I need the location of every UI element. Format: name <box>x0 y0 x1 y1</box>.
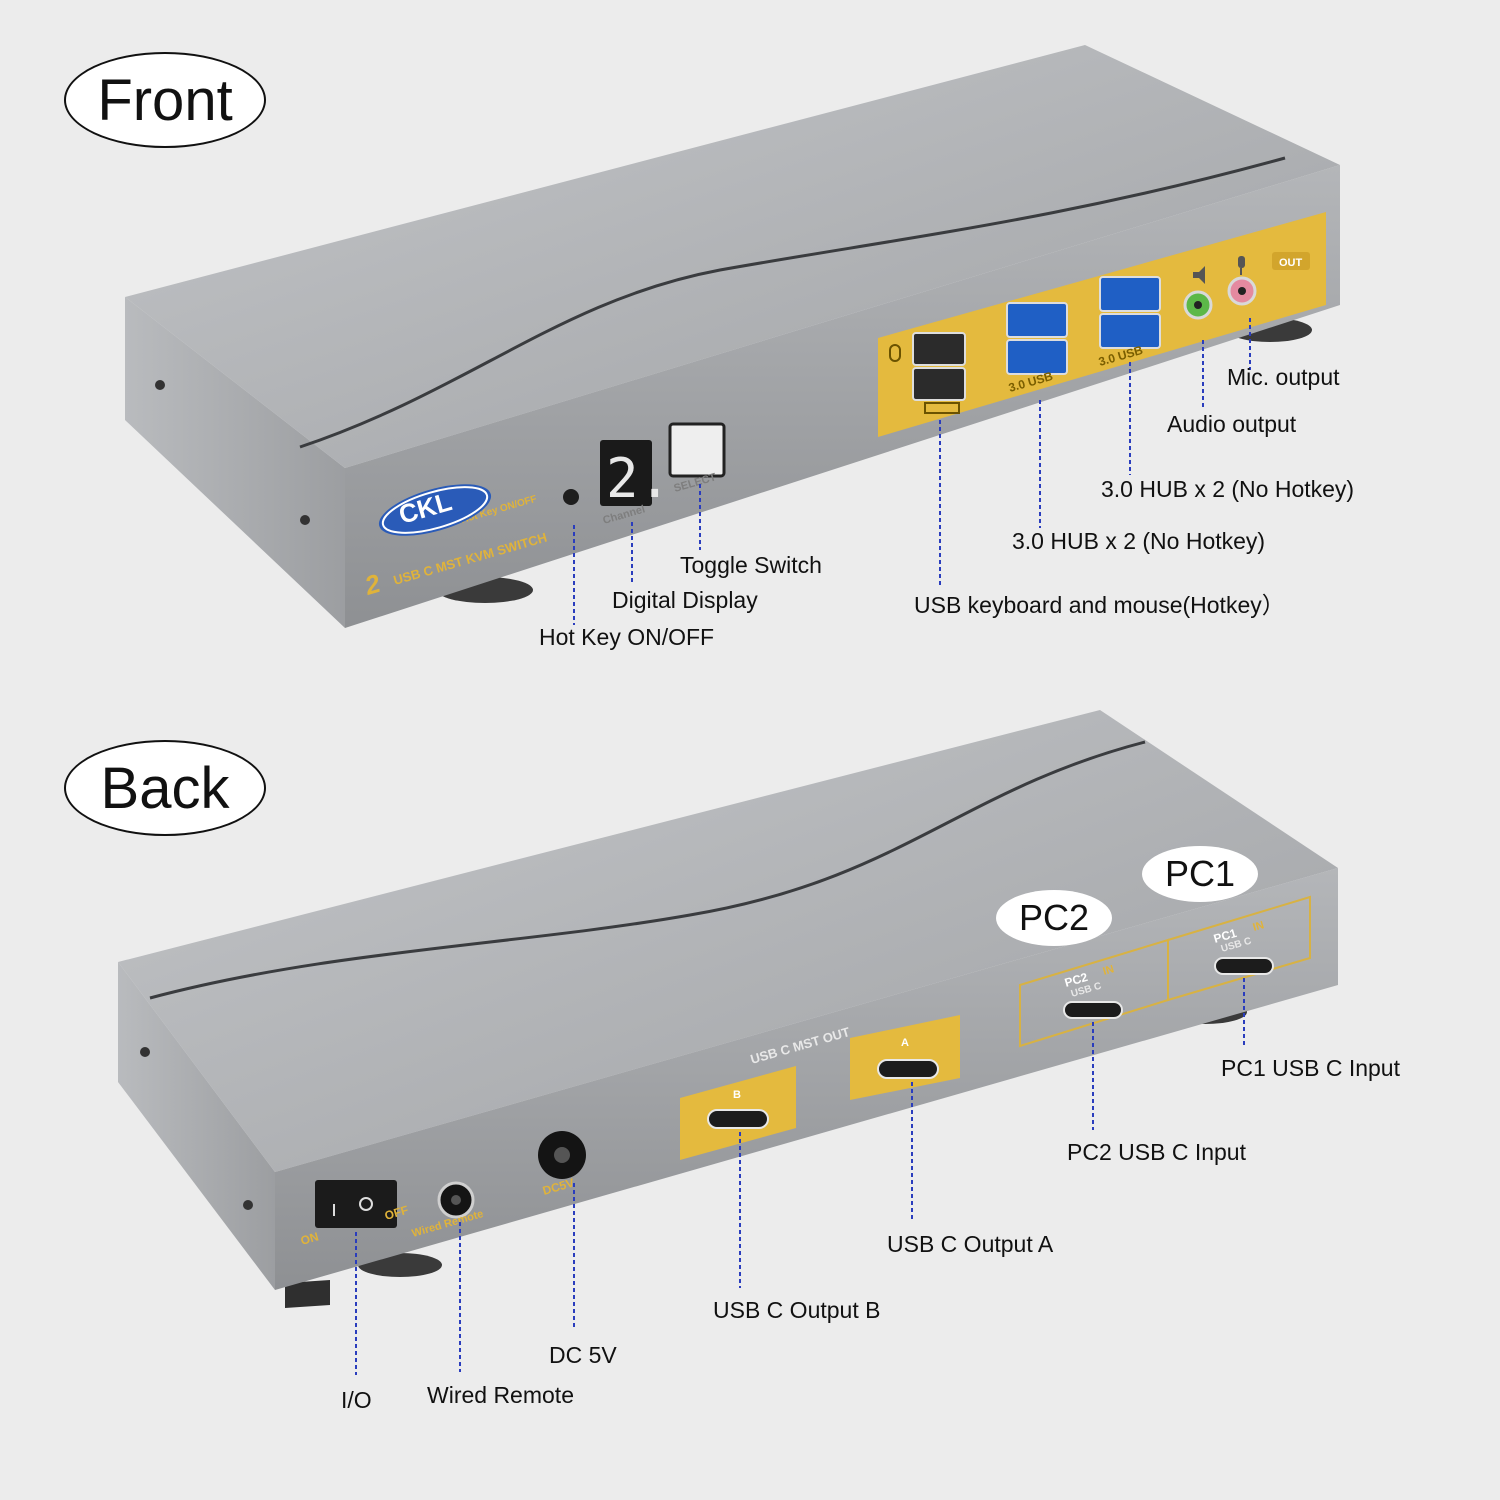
out-label-box <box>1272 252 1310 270</box>
pc1-port-frame <box>1167 895 1311 1002</box>
back-leader-lines <box>355 978 1245 1375</box>
front-leader-lines <box>573 318 1251 625</box>
callout-hub-b: 3.0 HUB x 2 (No Hotkey) <box>1012 528 1266 554</box>
callout-hot-key: Hot Key ON/OFF <box>539 624 715 650</box>
back-screw <box>243 1200 253 1210</box>
front-section-label: Front <box>64 52 266 148</box>
callout-output-a: USB C Output A <box>887 1231 1054 1257</box>
mst-out-panel-a <box>850 1015 960 1100</box>
usb3-port <box>1099 313 1161 349</box>
microphone-icon <box>1238 256 1245 275</box>
callout-toggle-switch: Toggle Switch <box>680 552 822 578</box>
usb-port-keyboard-mouse <box>912 332 966 366</box>
select-button <box>668 422 726 478</box>
callout-digital-display: Digital Display <box>612 587 758 613</box>
off-label: OFF <box>383 1203 410 1223</box>
usb-c-output-b-port <box>707 1109 769 1129</box>
front-left-side <box>125 297 345 628</box>
power-switch <box>315 1180 397 1228</box>
digital-display-value: 2. <box>606 447 671 510</box>
back-face <box>275 868 1338 1290</box>
callout-wired-remote: Wired Remote <box>427 1382 574 1408</box>
back-foot <box>285 1280 330 1308</box>
front-device: 3.0 USB 3.0 USB OUT 2. Channel SELECT Ho… <box>125 45 1340 628</box>
back-section-label: Back <box>64 740 266 836</box>
back-top-groove <box>149 740 1146 1000</box>
pc2-usb-c-port <box>1063 1001 1123 1019</box>
callout-pc1-input: PC1 USB C Input <box>1221 1055 1400 1081</box>
callout-audio-output: Audio output <box>1167 411 1297 437</box>
usb3-port <box>1006 302 1068 338</box>
front-top-groove <box>299 156 1286 449</box>
front-screw <box>300 515 310 525</box>
callout-usb-keyboard-mouse: USB keyboard and mouse(Hotkey） <box>914 592 1285 618</box>
callout-output-b: USB C Output B <box>713 1297 881 1323</box>
usb-c-output-a-port <box>877 1059 939 1079</box>
hotkey-button <box>563 489 579 505</box>
pc1-port-in: IN <box>1252 919 1266 934</box>
usb-port-keyboard-mouse <box>912 367 966 401</box>
pc1-port-label: PC1 <box>1212 926 1239 946</box>
pc2-badge: PC2 <box>996 890 1112 946</box>
front-screw <box>155 380 165 390</box>
pc2-port-in: IN <box>1102 963 1116 978</box>
out-label: OUT <box>1279 257 1303 269</box>
callout-mic-output: Mic. output <box>1227 364 1340 390</box>
port-b-label: B <box>733 1089 741 1101</box>
usb3-port <box>1099 276 1161 312</box>
digital-display <box>600 440 652 506</box>
keyboard-icon <box>924 402 960 414</box>
on-label: ON <box>299 1229 320 1247</box>
back-device: PC2 IN USB C PC1 IN USB C USB C MST OUT … <box>118 710 1338 1308</box>
back-screw <box>140 1047 150 1057</box>
back-left-side <box>118 962 275 1290</box>
usb3-port <box>1006 339 1068 375</box>
speaker-icon <box>1193 266 1205 284</box>
back-top-surface <box>118 710 1338 1172</box>
port-a-label: A <box>901 1037 909 1049</box>
callout-dc-5v: DC 5V <box>549 1342 617 1368</box>
callout-io: I/O <box>341 1387 372 1413</box>
front-top-surface <box>125 45 1340 468</box>
pc2-port-label: PC2 <box>1063 970 1090 990</box>
mouse-icon <box>889 344 901 362</box>
callout-hub-a: 3.0 HUB x 2 (No Hotkey) <box>1101 476 1355 502</box>
pc1-usb-c-port <box>1214 957 1274 975</box>
callout-pc2-input: PC2 USB C Input <box>1067 1139 1246 1165</box>
pc1-badge: PC1 <box>1142 846 1258 902</box>
